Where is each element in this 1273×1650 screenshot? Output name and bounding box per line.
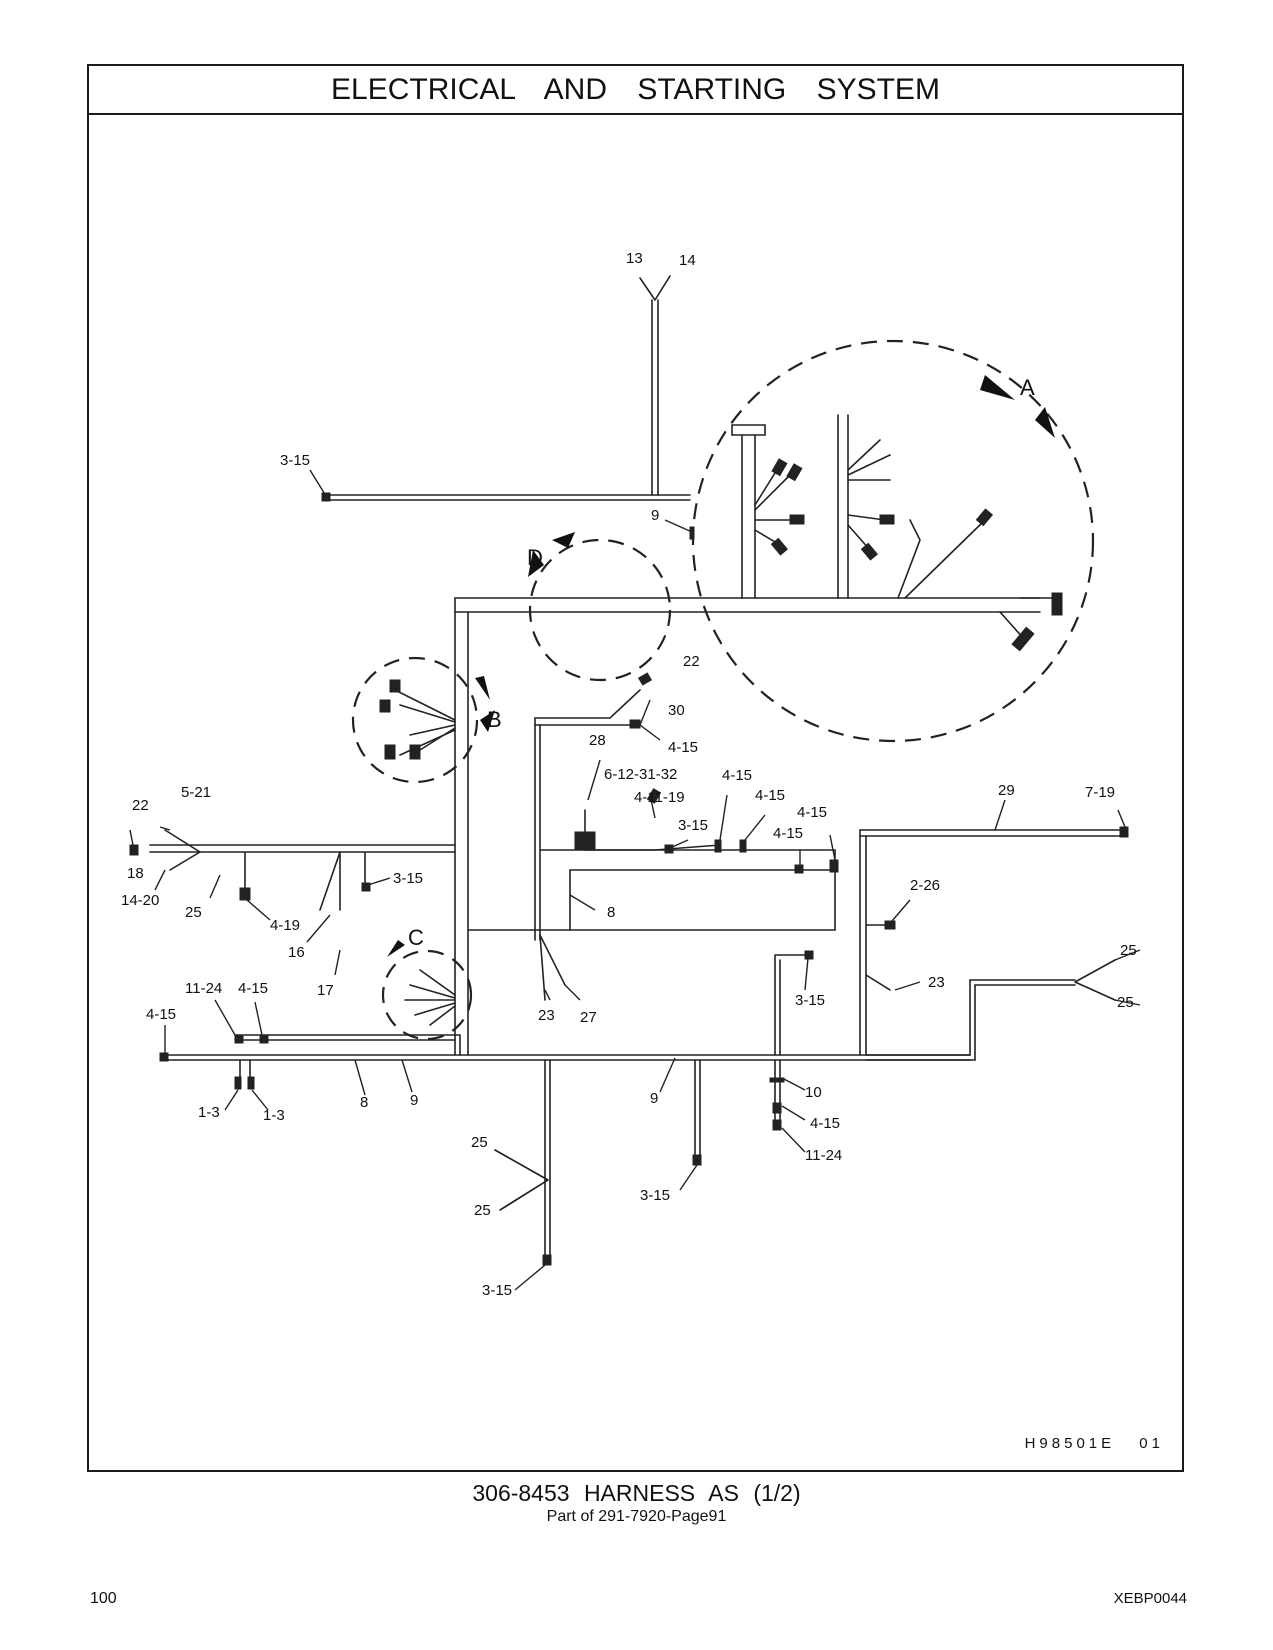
callout-9: 9 xyxy=(651,507,659,524)
callout-3-15: 3-15 xyxy=(280,452,310,469)
callout-8: 8 xyxy=(360,1094,368,1111)
callout-16: 16 xyxy=(288,944,305,961)
callout-11-24: 11-24 xyxy=(805,1147,842,1164)
callout-4-15: 4-15 xyxy=(238,980,268,997)
detail-circle-b xyxy=(351,656,479,784)
callout-8: 8 xyxy=(607,904,615,921)
callout-22: 22 xyxy=(683,653,700,670)
page-title: ELECTRICAL AND STARTING SYSTEM xyxy=(331,72,940,106)
callout-labels: 13 14 3-15 9 22 30 4-15 28 6-12-31-32 4-… xyxy=(121,250,1137,1299)
caption-sub: Part of 291-7920-Page91 xyxy=(546,1508,727,1525)
callout-25: 25 xyxy=(1117,994,1134,1011)
callout-17: 17 xyxy=(317,982,334,999)
callout-28: 28 xyxy=(589,732,606,749)
callout-4-15: 4-15 xyxy=(810,1115,840,1132)
detail-circle-d xyxy=(528,538,672,682)
callout-2-26: 2-26 xyxy=(910,877,940,894)
callout-13: 13 xyxy=(626,250,643,267)
arrow-a-1 xyxy=(980,375,1015,400)
detail-label-d: D xyxy=(527,545,543,570)
callout-4-15: 4-15 xyxy=(797,804,827,821)
callout-3-15: 3-15 xyxy=(482,1282,512,1299)
callout-7-19: 7-19 xyxy=(1085,784,1115,801)
callout-4-15: 4-15 xyxy=(722,767,752,784)
callout-1-3: 1-3 xyxy=(198,1104,220,1121)
callout-3-15: 3-15 xyxy=(795,992,825,1009)
drawing-code: H98501E 01 xyxy=(1024,1435,1164,1452)
callout-25: 25 xyxy=(474,1202,491,1219)
callout-4-15: 4-15 xyxy=(146,1006,176,1023)
callout-4-15: 4-15 xyxy=(668,739,698,756)
callout-23: 23 xyxy=(538,1007,555,1024)
caption-main: 306-8453 HARNESS AS (1/2) xyxy=(472,1480,801,1506)
arrow-c-1 xyxy=(387,940,405,957)
callout-22: 22 xyxy=(132,797,149,814)
callout-3-15: 3-15 xyxy=(640,1187,670,1204)
callout-14: 14 xyxy=(679,252,696,269)
detail-letters: A B C D xyxy=(408,375,1035,950)
callout-10: 10 xyxy=(805,1084,822,1101)
callout-4-15: 4-15 xyxy=(755,787,785,804)
callout-5-21: 5-21 xyxy=(181,784,211,801)
detail-label-b: B xyxy=(487,707,502,732)
callout-29: 29 xyxy=(998,782,1015,799)
detail-label-c: C xyxy=(408,925,424,950)
callout-27: 27 xyxy=(580,1009,597,1026)
callout-30: 30 xyxy=(668,702,685,719)
callout-25: 25 xyxy=(185,904,202,921)
page-number: 100 xyxy=(90,1590,117,1607)
callout-leaders xyxy=(129,469,1141,1291)
detail-label-a: A xyxy=(1020,375,1035,400)
title-bar: ELECTRICAL AND STARTING SYSTEM xyxy=(89,66,1182,115)
callout-25: 25 xyxy=(1120,942,1137,959)
arrow-b-2 xyxy=(480,710,495,732)
callout-18: 18 xyxy=(127,865,144,882)
detail-view-circles xyxy=(351,339,1095,1041)
detail-circle-a xyxy=(691,339,1095,743)
callout-3-15: 3-15 xyxy=(393,870,423,887)
arrow-a-2 xyxy=(1035,407,1055,438)
callout-25: 25 xyxy=(471,1134,488,1151)
callout-1-3: 1-3 xyxy=(263,1107,285,1124)
document-code: XEBP0044 xyxy=(1113,1590,1187,1607)
callout-4-19: 4-19 xyxy=(270,917,300,934)
callout-6-12-31-32: 6-12-31-32 xyxy=(604,766,677,783)
callout-4-15: 4-15 xyxy=(773,825,803,842)
detail-circle-c xyxy=(381,949,473,1041)
callout-3-15: 3-15 xyxy=(678,817,708,834)
arrow-b-1 xyxy=(475,676,490,700)
harness-wires xyxy=(149,275,1121,1261)
detail-arrows xyxy=(387,375,1055,957)
callout-14-20: 14-20 xyxy=(121,892,159,909)
drawing-frame: ELECTRICAL AND STARTING SYSTEM H98501E 0… xyxy=(87,64,1184,1472)
callout-23: 23 xyxy=(928,974,945,991)
callout-11-24: 11-24 xyxy=(185,980,222,997)
arrow-d-2 xyxy=(528,550,544,577)
callout-9: 9 xyxy=(410,1092,418,1109)
arrow-d-1 xyxy=(552,532,575,548)
callout-9: 9 xyxy=(650,1090,658,1107)
callout-4-11-19: 4-11-19 xyxy=(634,789,685,806)
